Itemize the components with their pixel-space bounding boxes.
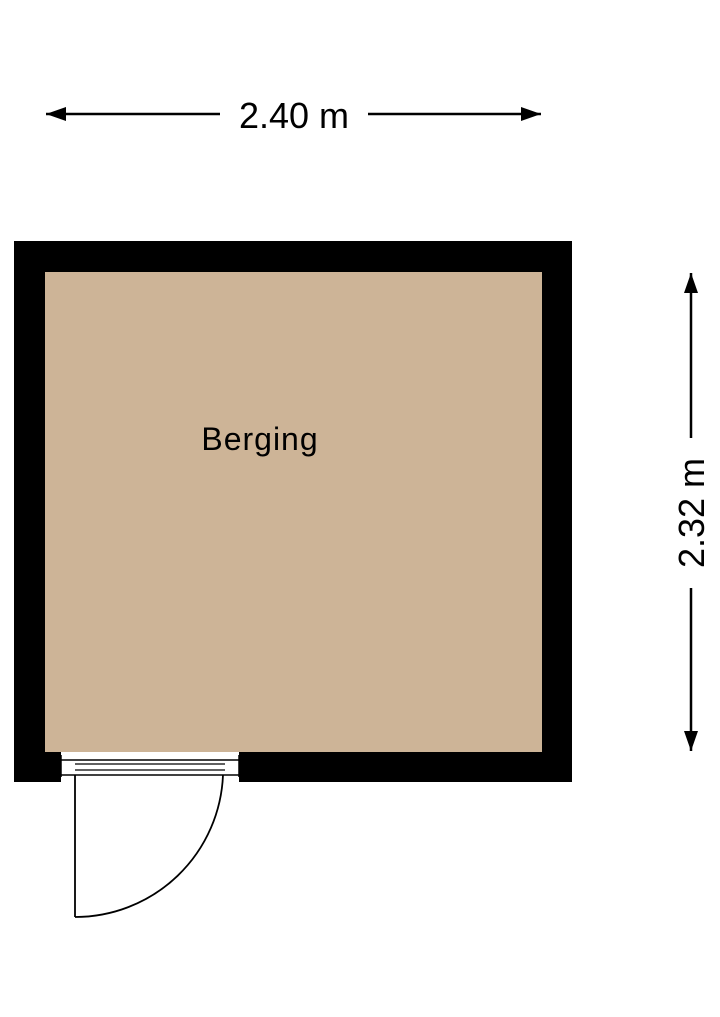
door [60, 755, 240, 918]
room-walls [14, 241, 572, 783]
height-dimension-label: 2.32 m [671, 458, 712, 568]
door-threshold [60, 759, 240, 776]
height-dimension: 2.32 m [671, 273, 712, 751]
width-dimension-label: 2.40 m [239, 95, 349, 136]
room-label: Berging [201, 421, 318, 457]
door-swing-arc [74, 774, 224, 918]
width-dimension: 2.40 m [46, 95, 541, 136]
room-floor [45, 272, 542, 752]
